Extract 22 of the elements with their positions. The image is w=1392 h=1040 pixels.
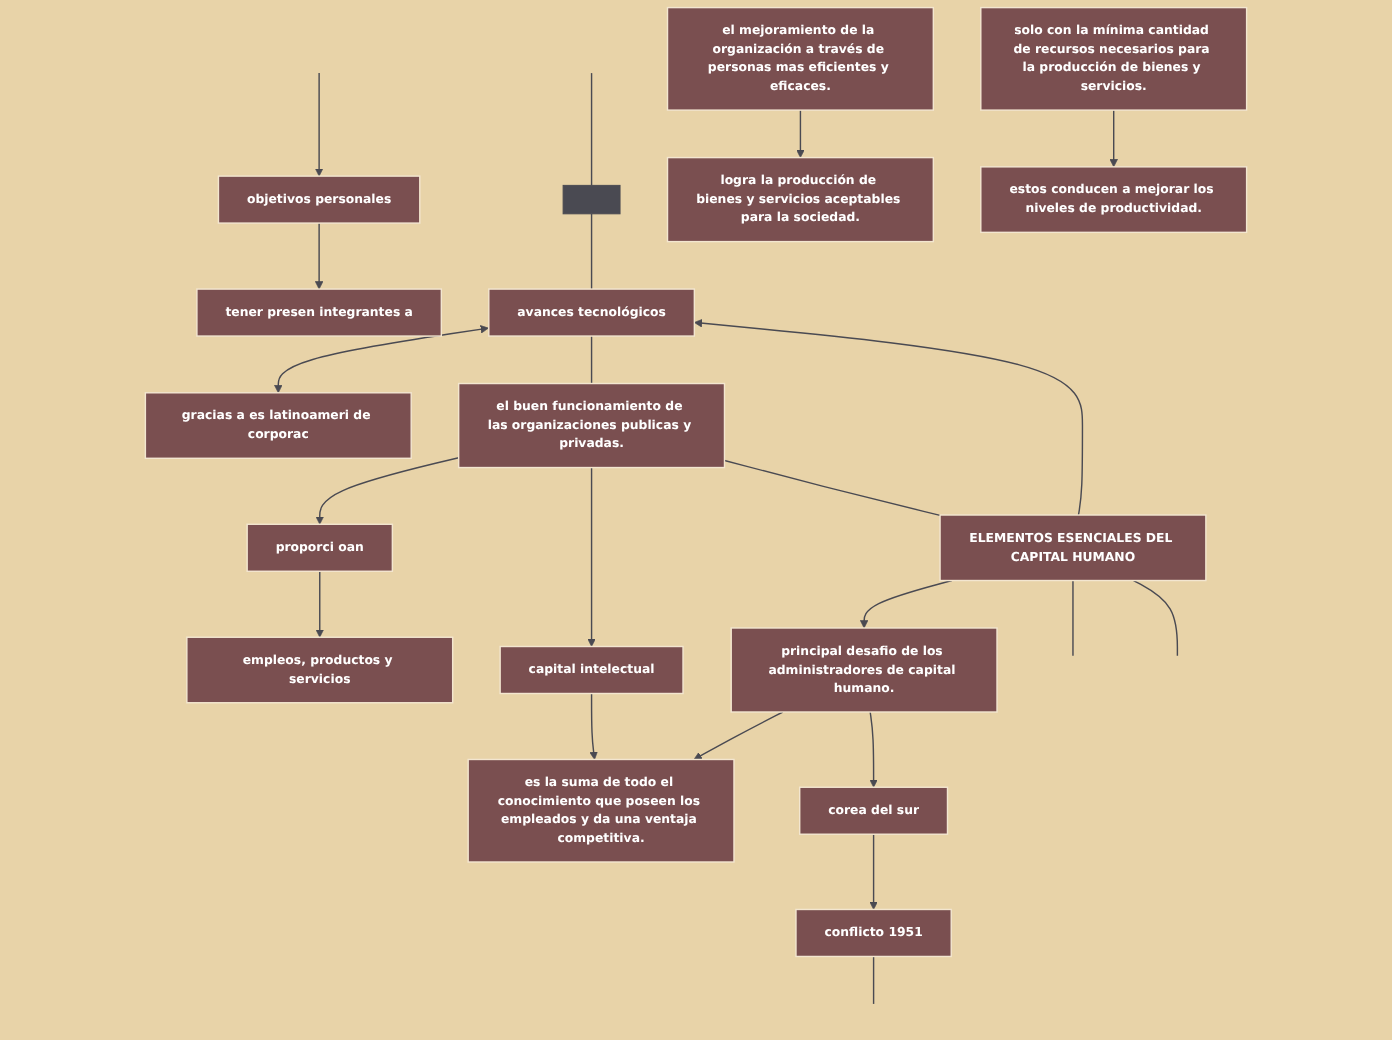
arrow bbox=[315, 570, 324, 638]
arrow bbox=[589, 692, 598, 760]
connector bbox=[723, 459, 941, 517]
arrow bbox=[693, 711, 784, 760]
arrow bbox=[859, 579, 953, 629]
node-box bbox=[562, 184, 621, 215]
arrow bbox=[869, 833, 878, 910]
connector bbox=[590, 213, 593, 290]
arrow bbox=[314, 222, 324, 290]
arrow bbox=[796, 109, 805, 158]
arrow bbox=[315, 457, 460, 525]
connector bbox=[1072, 579, 1074, 657]
arrow bbox=[314, 72, 324, 177]
connector bbox=[590, 335, 593, 385]
connector bbox=[1132, 579, 1179, 657]
arrow bbox=[1109, 109, 1118, 168]
arrow bbox=[693, 319, 1084, 516]
arrow bbox=[274, 325, 489, 394]
connector bbox=[872, 955, 875, 1005]
connector bbox=[590, 72, 593, 187]
arrow bbox=[587, 466, 596, 647]
arrow bbox=[869, 711, 878, 788]
